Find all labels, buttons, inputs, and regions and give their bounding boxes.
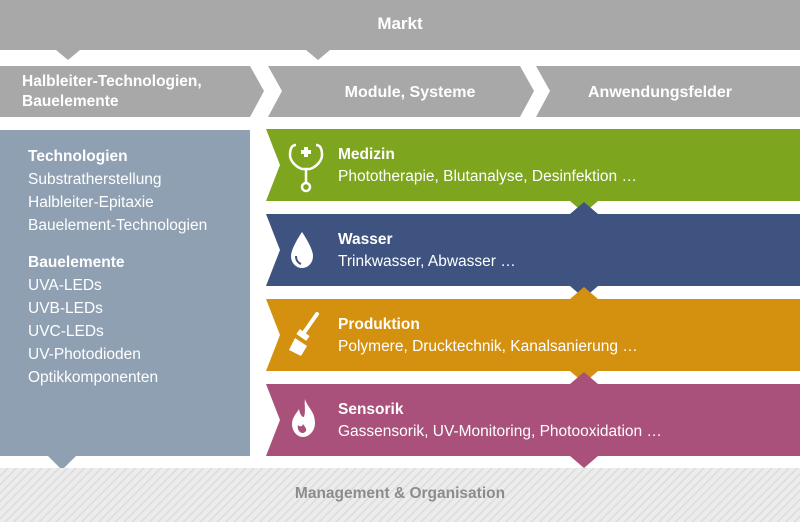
flame-icon (292, 399, 315, 437)
bauelement-item: UV-Photodioden (28, 346, 141, 363)
water-drop-icon (291, 232, 313, 268)
column2-arrow (268, 66, 534, 117)
bauelement-item: UVA-LEDs (28, 277, 102, 294)
band-produktion-title: Produktion (338, 316, 420, 333)
band-wasser-desc: Trinkwasser, Abwasser … (338, 253, 516, 270)
markt-bar (0, 0, 800, 60)
band-produktion-shape (266, 287, 800, 383)
column1-arrow (0, 66, 264, 117)
bauelemente-heading: Bauelemente (28, 254, 125, 271)
band-medizin-desc: Phototherapie, Blutanalyse, Desinfektion… (338, 168, 637, 185)
markt-label: Markt (377, 14, 423, 33)
band-wasser-title: Wasser (338, 231, 393, 248)
band-sensorik-shape (266, 372, 800, 468)
column1-line1: Halbleiter-Technologien, (22, 73, 202, 90)
band-sensorik-title: Sensorik (338, 401, 404, 418)
bauelement-item: UVB-LEDs (28, 300, 103, 317)
tech-item: Substratherstellung (28, 171, 162, 188)
band-wasser-shape (266, 202, 800, 298)
left-panel-shape (0, 130, 250, 470)
band-produktion-desc: Polymere, Drucktechnik, Kanalsanierung … (338, 338, 638, 355)
left-panel: Technologien Substratherstellung Halblei… (28, 145, 207, 389)
paintbrush-icon (289, 312, 319, 356)
bauelement-item: UVC-LEDs (28, 323, 104, 340)
footer-hatch (0, 468, 800, 522)
management-label: Management & Organisation (294, 485, 506, 502)
column2-label: Module, Systeme (344, 84, 476, 101)
column1-label: Halbleiter-Technologien, Bauelemente (22, 72, 202, 112)
column1-line2: Bauelemente (22, 93, 119, 110)
stethoscope-icon (288, 143, 324, 193)
bauelement-item: Optikkomponenten (28, 369, 159, 386)
tech-item: Bauelement-Technologien (28, 217, 208, 234)
band-medizin-title: Medizin (338, 146, 395, 163)
column3-arrow (536, 66, 800, 117)
tech-item: Halbleiter-Epitaxie (28, 194, 154, 211)
band-sensorik-desc: Gassensorik, UV-Monitoring, Photooxidati… (338, 423, 662, 440)
band-medizin-shape (266, 129, 800, 213)
technologien-heading: Technologien (28, 148, 128, 165)
column3-label: Anwendungsfelder (587, 84, 732, 101)
